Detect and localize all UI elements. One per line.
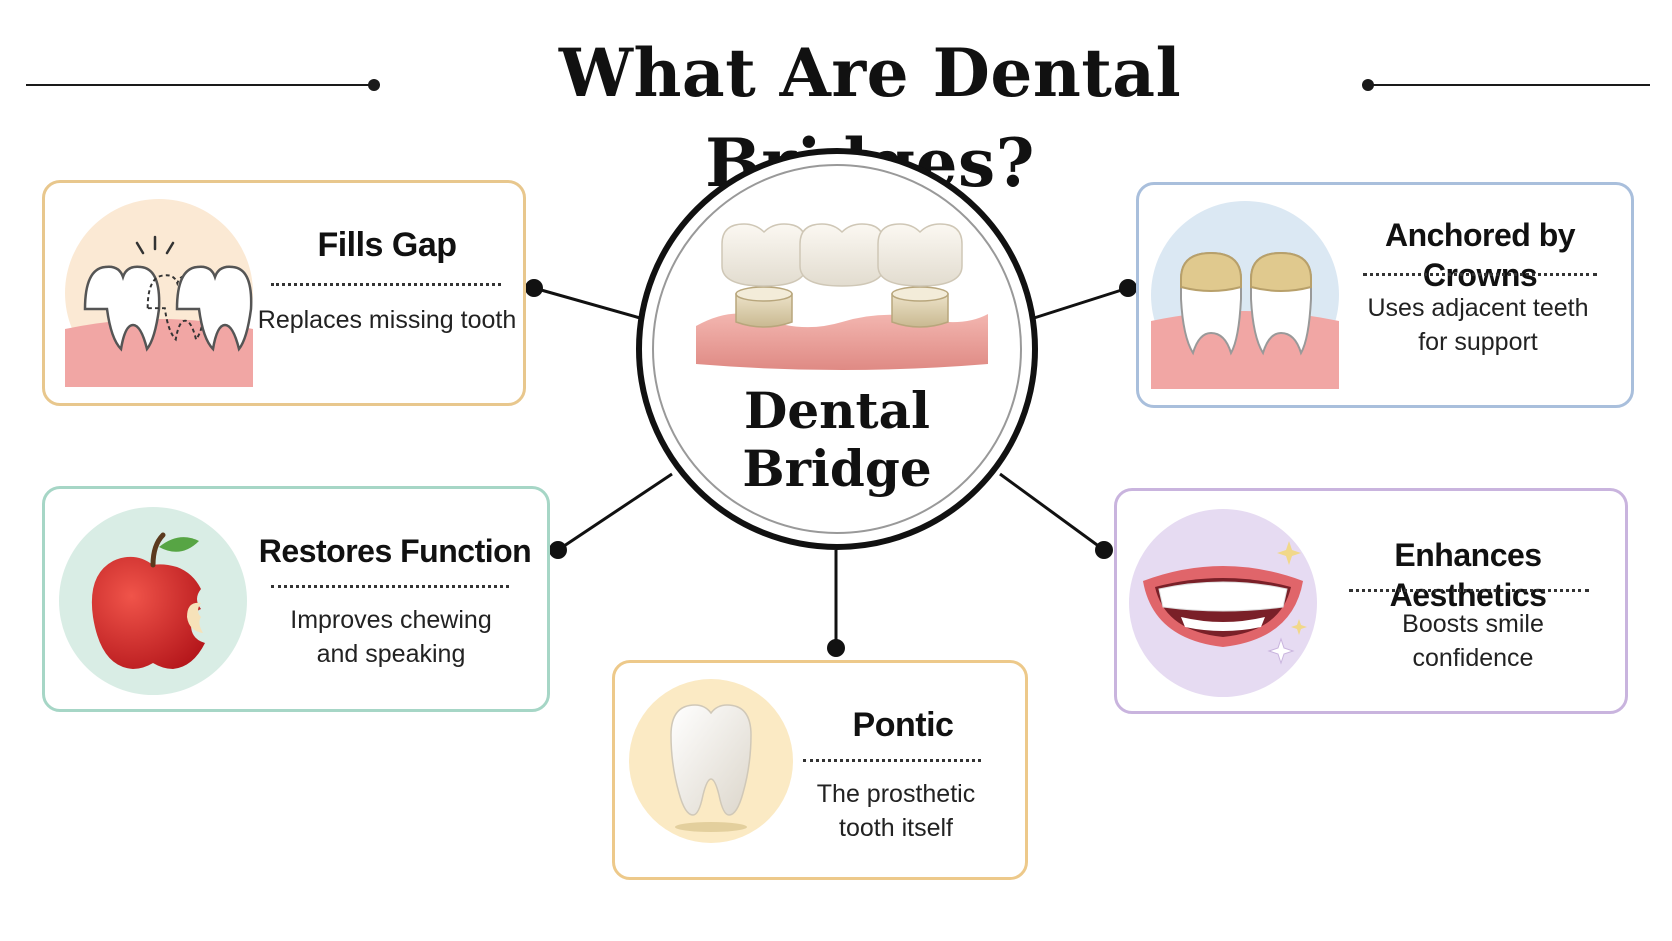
card-description-restores: Improves chewing and speaking: [290, 606, 492, 668]
card-fills-gap: Fills Gap Replaces missing tooth: [42, 180, 526, 406]
card-divider-pontic: [803, 759, 981, 762]
dental-bridge-icon: [696, 223, 988, 370]
missing-tooth-icon: [65, 235, 253, 387]
card-description-fills-gap: Replaces missing tooth: [257, 306, 517, 334]
center-label: Dental Bridge: [742, 381, 932, 498]
icon-circle-anchored: [1151, 201, 1339, 389]
title-rule-left: [26, 84, 372, 86]
card-heading-fills-gap: Fills Gap: [317, 226, 457, 264]
card-heading-anchored: Anchored by Crowns: [1384, 217, 1576, 293]
icon-circle-pontic: [629, 679, 793, 843]
card-description-anchored: Uses adjacent teeth for support: [1367, 294, 1589, 356]
connector-node-restores: [549, 541, 567, 559]
title-rule-right: [1372, 84, 1650, 86]
card-heading-restores: Restores Function: [258, 533, 532, 569]
connector-restores: [557, 472, 673, 552]
icon-circle-restores: [59, 507, 247, 695]
connector-enhances: [999, 472, 1105, 552]
title-dot-right: [1362, 79, 1374, 91]
card-divider-restores: [271, 585, 509, 588]
icon-circle-fills-gap: [65, 199, 253, 387]
card-divider-anchored: [1363, 273, 1597, 276]
bitten-apple-icon: [91, 532, 205, 669]
card-divider-enhances: [1349, 589, 1589, 592]
connector-anchored: [1033, 286, 1129, 320]
title-dot-left: [368, 79, 380, 91]
card-pontic: Pontic The prosthetic tooth itself: [612, 660, 1028, 880]
smile-icon: [1143, 541, 1307, 665]
card-description-pontic: The prosthetic tooth itself: [816, 780, 976, 842]
crowned-teeth-icon: [1151, 251, 1339, 389]
connector-node-pontic: [827, 639, 845, 657]
connector-fills-gap: [533, 286, 641, 320]
card-description-enhances: Boosts smile confidence: [1402, 610, 1544, 672]
card-heading-enhances: Enhances Aesthetics: [1389, 537, 1547, 613]
card-anchored-by-crowns: Anchored by Crowns Uses adjacent teeth f…: [1136, 182, 1634, 408]
connector-node-fills-gap: [525, 279, 543, 297]
card-heading-pontic: Pontic: [852, 706, 954, 744]
card-restores-function: Restores Function Improves chewing and s…: [42, 486, 550, 712]
connector-node-anchored: [1119, 279, 1137, 297]
center-hub: Dental Bridge: [636, 148, 1038, 550]
center-hub-inner-ring: [652, 164, 1022, 534]
connector-node-enhances: [1095, 541, 1113, 559]
card-enhances-aesthetics: Enhances Aesthetics Boosts smile confide…: [1114, 488, 1628, 714]
card-divider-fills-gap: [271, 283, 501, 286]
icon-circle-enhances: [1129, 509, 1317, 697]
tooth-icon: [670, 704, 752, 832]
